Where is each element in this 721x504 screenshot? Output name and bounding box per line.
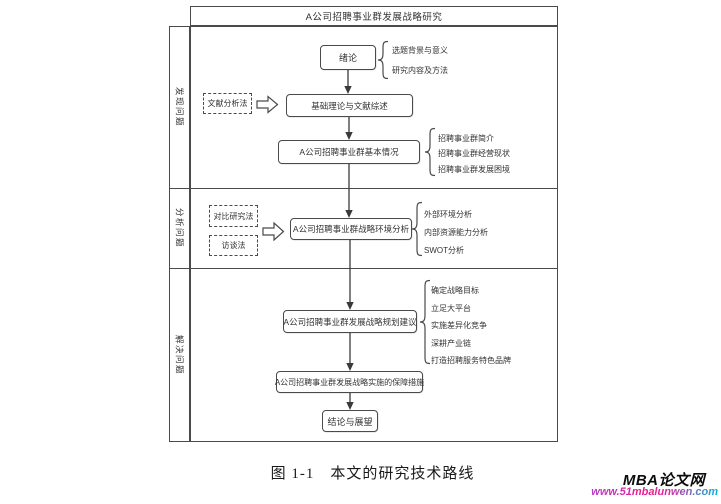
brace-item: 招聘事业群发展困境 (438, 165, 510, 174)
box-conclusion: 结论与展望 (322, 410, 378, 432)
brace-item: 选题背景与意义 (392, 46, 448, 55)
brace-item: 招聘事业群经营现状 (438, 149, 510, 158)
method-interview: 访谈法 (209, 235, 258, 256)
curly-brace-icon (419, 279, 431, 365)
lane-solve-problems: 解决问题 (169, 268, 190, 442)
brace-item: 招聘事业群简介 (438, 134, 494, 143)
down-arrow-icon (346, 393, 354, 410)
down-arrow-icon (346, 333, 354, 371)
brace-item: 深耕产业链 (431, 339, 471, 348)
figure-caption: 图 1-1 本文的研究技术路线 (270, 466, 475, 482)
down-arrow-icon (346, 240, 354, 310)
down-arrow-icon (345, 164, 353, 218)
curly-brace-icon (377, 40, 389, 80)
brace-item: 立足大平台 (431, 304, 471, 313)
diagram-title: A公司招聘事业群发展战略研究 (190, 6, 558, 26)
method-literature-analysis: 文献分析法 (203, 93, 252, 114)
brace-item: 内部资源能力分析 (424, 228, 488, 237)
lane-analyze-problems: 分析问题 (169, 188, 190, 269)
brace-item: 实施差异化竞争 (431, 321, 487, 330)
box-theory-literature: 基础理论与文献综述 (286, 94, 413, 117)
section-divider-2 (190, 268, 558, 269)
box-strategy-planning: A公司招聘事业群发展战略规划建议 (283, 310, 417, 333)
lane-discover-problems: 发现问题 (169, 26, 190, 189)
brace-item: 打造招聘服务特色品牌 (431, 356, 511, 365)
watermark-logo: MBA论文网 (622, 472, 705, 489)
watermark-url: www.51mbalunwen.com (591, 486, 718, 498)
block-arrow-icon (256, 95, 279, 114)
lane-label: 分析问题 (174, 208, 185, 249)
section-divider-1 (190, 188, 558, 189)
brace-item: 外部环境分析 (424, 210, 472, 219)
method-comparative-research: 对比研究法 (209, 205, 258, 227)
curly-brace-icon (411, 201, 423, 257)
down-arrow-icon (344, 70, 352, 94)
brace-item: 确定战略目标 (431, 286, 479, 295)
brace-item: 研究内容及方法 (392, 66, 448, 75)
box-basic-situation: A公司招聘事业群基本情况 (278, 140, 420, 164)
lane-label: 发现问题 (174, 87, 185, 128)
block-arrow-icon (262, 221, 285, 242)
box-environment-analysis: A公司招聘事业群战略环境分析 (290, 218, 412, 240)
brace-item: SWOT分析 (424, 246, 464, 255)
box-introduction: 绪论 (320, 45, 376, 70)
lane-label: 解决问题 (174, 334, 185, 375)
down-arrow-icon (345, 117, 353, 140)
box-safeguard-measures: A公司招聘事业群发展战略实施的保障措施 (275, 371, 424, 393)
curly-brace-icon (424, 127, 436, 177)
